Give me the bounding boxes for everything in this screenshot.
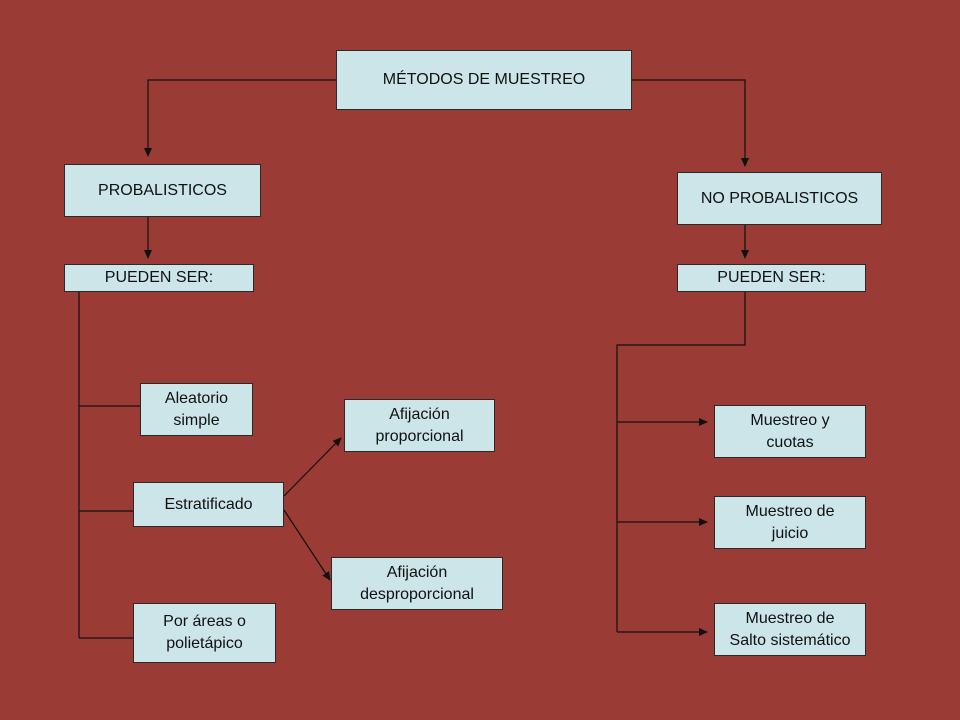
node-pueden-ser-left: PUEDEN SER: [64,264,254,292]
node-afijacion-desproporcional: Afijación desproporcional [331,557,503,610]
node-muestreo-y-cuotas: Muestreo y cuotas [714,405,866,458]
node-pueden-ser-right: PUEDEN SER: [677,264,866,292]
node-metodos-de-muestreo: MÉTODOS DE MUESTREO [336,50,632,110]
node-por-areas-o-polietapico: Por áreas o polietápico [133,603,276,663]
node-muestreo-de-juicio: Muestreo de juicio [714,496,866,549]
node-estratificado: Estratificado [133,482,284,527]
node-muestreo-de-salto-sistematico: Muestreo de Salto sistemático [714,603,866,656]
node-no-probabilisticos: NO PROBALISTICOS [677,172,882,225]
connector-root-to-no-probabilisticos [632,79,749,167]
node-afijacion-proporcional: Afijación proporcional [344,399,495,452]
connector-root-to-probabilisticos [144,79,336,157]
node-probabilisticos: PROBALISTICOS [64,164,261,217]
connector-right-bus [616,292,746,632]
node-aleatorio-simple: Aleatorio simple [140,383,253,436]
connector-to-afijacion-proporcional [283,437,342,497]
connector-to-afijacion-desproporcional [283,509,331,581]
